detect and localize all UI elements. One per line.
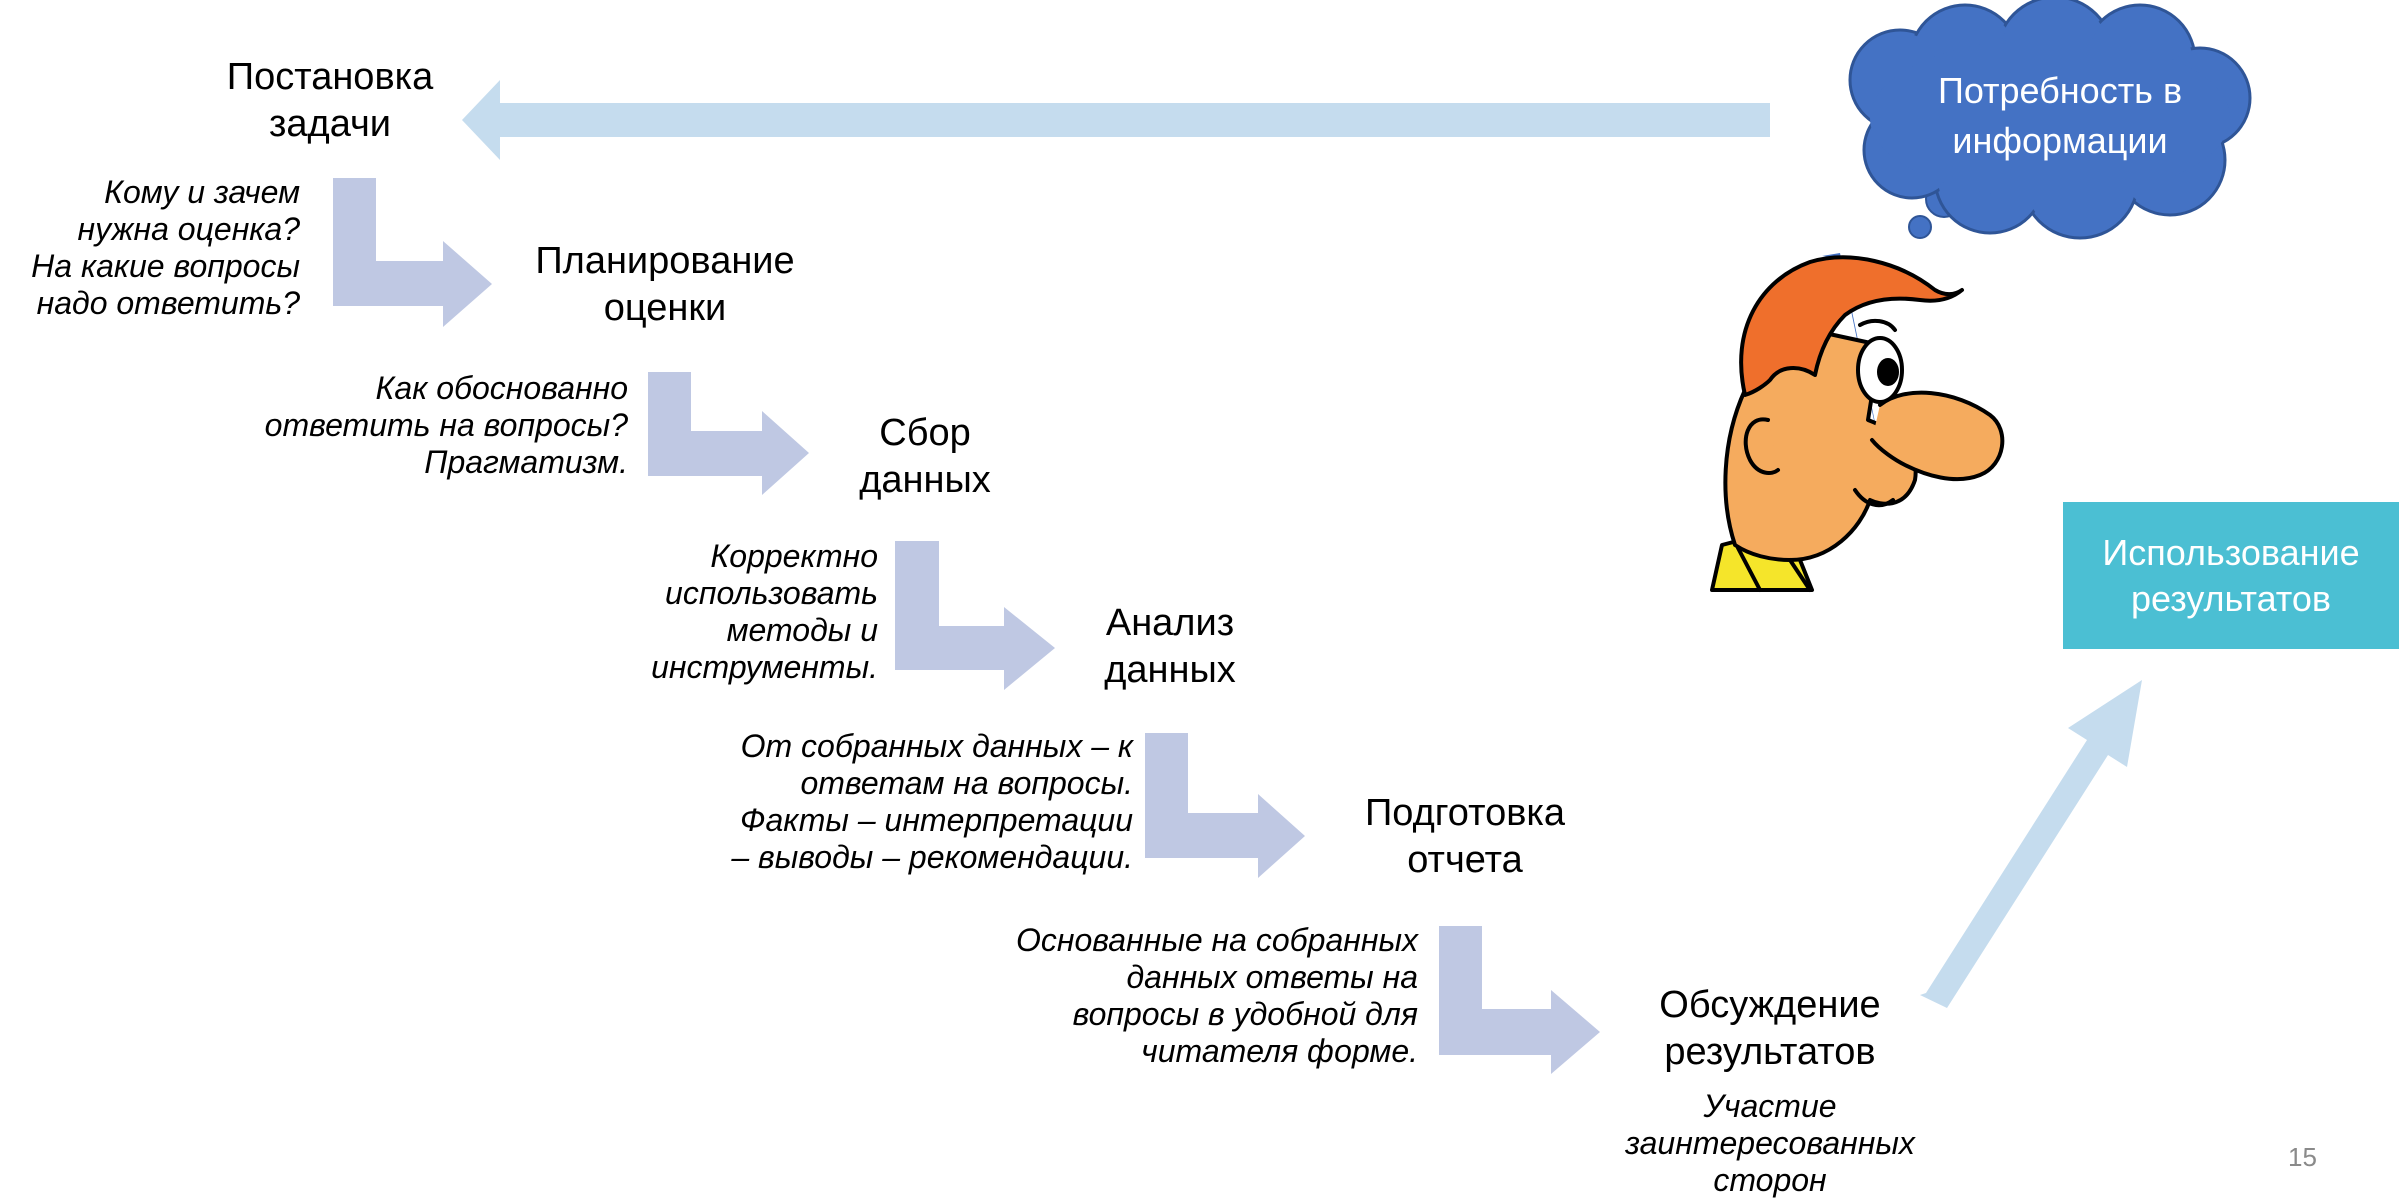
note-5-line: данных ответы на — [1126, 959, 1418, 995]
stage-data-analysis: Анализ данных — [1065, 600, 1275, 694]
note-2-line: ответить на вопросы? — [264, 407, 628, 443]
note-4-line: Факты – интерпретации — [740, 802, 1133, 838]
note-data-analysis: От собранных данных – к ответам на вопро… — [731, 728, 1133, 876]
results-usage-line2: результатов — [2130, 577, 2332, 619]
stage-1-line1: Постановка — [226, 56, 434, 98]
stage-report-preparation: Подготовка отчета — [1340, 790, 1590, 884]
note-planning: Как обоснованно ответить на вопросы? Пра… — [265, 370, 628, 481]
cloud-label: Потребность в информации — [1910, 66, 2210, 166]
step-arrow-5 — [1439, 926, 1600, 1074]
page-number: 15 — [2288, 1142, 2317, 1172]
note-1-line: надо ответить? — [36, 285, 300, 321]
discussion-to-results-arrow — [1920, 680, 2142, 1008]
step-arrow-2 — [648, 372, 809, 495]
step-arrow-4 — [1145, 733, 1305, 878]
note-4-line: – выводы – рекомендации. — [731, 839, 1133, 875]
note-2-line: Как обоснованно — [375, 370, 628, 406]
cloud-label-line2: информации — [1952, 120, 2168, 161]
step-arrow-3 — [895, 541, 1055, 690]
stage-1-line2: задачи — [268, 103, 392, 145]
results-usage-line1: Использование — [2102, 531, 2360, 573]
note-5-line: вопросы в удобной для — [1072, 996, 1418, 1032]
info-need-arrow — [462, 80, 1770, 160]
stage-6-line1: Обсуждение — [1659, 984, 1881, 1026]
note-6-line: Участие — [1703, 1088, 1837, 1124]
stage-task-statement: Постановка задачи — [200, 54, 460, 148]
note-3-line: инструменты. — [651, 649, 878, 685]
note-2-line: Прагматизм. — [424, 444, 628, 480]
note-3-line: использовать — [665, 575, 878, 611]
step-arrow-1 — [333, 178, 492, 327]
note-4-line: ответам на вопросы. — [800, 765, 1133, 801]
stage-5-line2: отчета — [1407, 839, 1523, 881]
stage-4-line2: данных — [1104, 649, 1236, 691]
stage-3-line1: Сбор — [879, 412, 971, 454]
note-5-line: читателя форме. — [1141, 1033, 1418, 1069]
cartoon-man-illustration — [1710, 255, 2005, 592]
stage-evaluation-planning: Планирование оценки — [515, 238, 815, 332]
note-1-line: На какие вопросы — [31, 248, 300, 284]
stage-2-line1: Планирование — [535, 240, 795, 282]
note-1-line: нужна оценка? — [77, 211, 300, 247]
note-1-line: Кому и зачем — [104, 174, 300, 210]
cloud-label-line1: Потребность в — [1937, 70, 2183, 111]
stage-results-discussion: Обсуждение результатов — [1640, 982, 1900, 1076]
note-data-collection: Корректно использовать методы и инструме… — [651, 538, 878, 686]
note-results-discussion: Участие заинтересованных сторон — [1620, 1088, 1920, 1199]
stage-3-line2: данных — [859, 459, 991, 501]
stage-6-line2: результатов — [1664, 1031, 1876, 1073]
note-3-line: методы и — [726, 612, 878, 648]
note-5-line: Основанные на собранных — [1016, 922, 1418, 958]
note-4-line: От собранных данных – к — [740, 728, 1133, 764]
note-3-line: Корректно — [710, 538, 878, 574]
stage-4-line1: Анализ — [1105, 602, 1235, 644]
thought-cloud — [1848, 0, 2252, 240]
stage-2-line2: оценки — [603, 287, 727, 329]
results-usage-box: Использование результатов — [2063, 502, 2399, 649]
note-task-statement: Кому и зачем нужна оценка? На какие вопр… — [31, 174, 300, 322]
note-6-line: заинтересованных — [1625, 1125, 1915, 1161]
note-6-line: сторон — [1713, 1162, 1827, 1198]
note-report-preparation: Основанные на собранных данных ответы на… — [1016, 922, 1418, 1070]
stage-5-line1: Подготовка — [1364, 792, 1565, 834]
stage-data-collection: Сбор данных — [820, 410, 1030, 504]
